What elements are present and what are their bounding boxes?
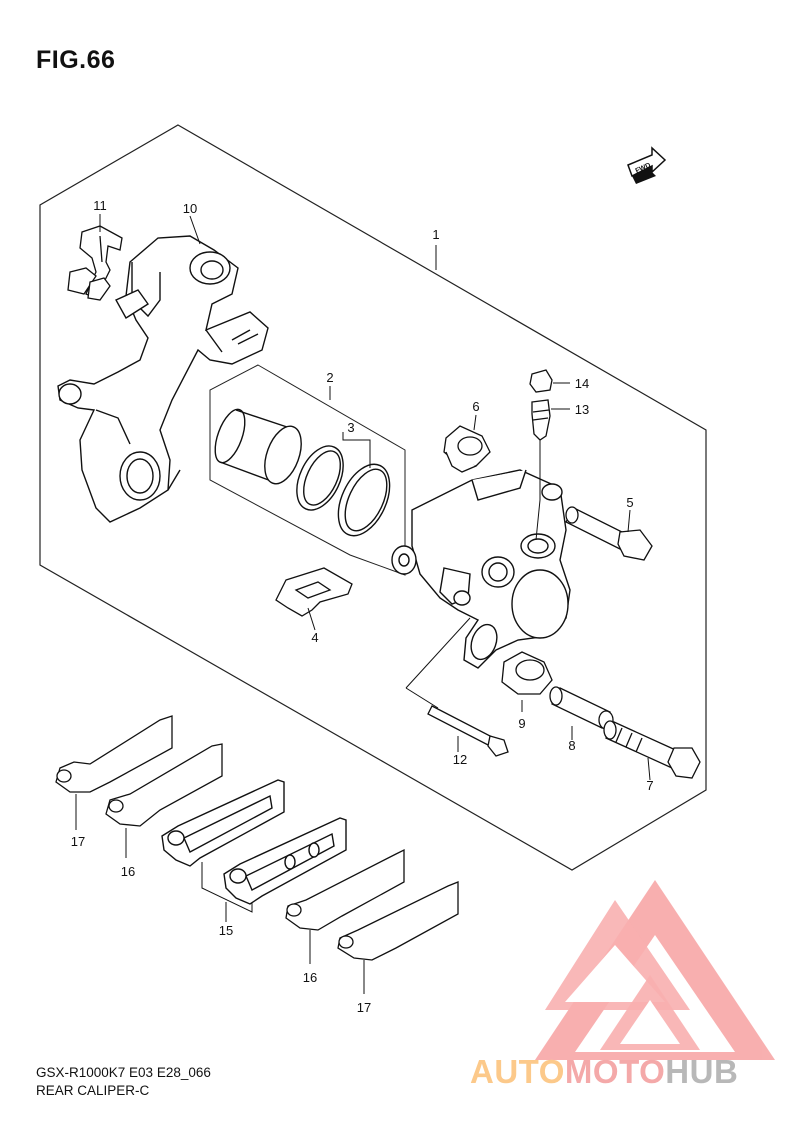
part-13-bleeder-valve [531,399,551,441]
callout-16-left: 16 [121,864,135,879]
callout-4: 4 [311,630,318,645]
part-14-bleeder-cap [529,369,553,393]
figure-title: FIG.66 [36,46,116,74]
part-15-pad-right [223,817,347,905]
callout-9: 9 [518,716,525,731]
part-11-clip [67,225,123,301]
model-code: GSX-R1000K7 E03 E28_066 [36,1065,211,1080]
part-5-bolt [565,506,653,561]
callout-6: 6 [472,399,479,414]
callout-16-right: 16 [303,970,317,985]
part-4-spring [275,567,353,617]
callout-7: 7 [646,778,653,793]
callout-1: 1 [432,227,439,242]
callout-5: 5 [626,495,633,510]
fwd-arrow-icon: FWD [627,146,667,184]
part-12-pin [427,705,509,757]
watermark-logo [535,880,775,1060]
callout-17-left: 17 [71,834,85,849]
callout-15: 15 [219,923,233,938]
part-8-sleeve [549,686,614,730]
callout-labels: 1 2 3 4 5 6 7 8 9 10 11 12 13 14 15 16 1… [71,198,654,1015]
watermark-text: AUTOMOTOHUB [470,1053,738,1091]
callout-2: 2 [326,370,333,385]
part-6-boot [443,425,491,473]
callout-17-right: 17 [357,1000,371,1015]
callout-10: 10 [183,201,197,216]
part-7-bolt [603,720,701,779]
part-16-shim-left [105,743,223,827]
figure-name: REAR CALIPER-C [36,1083,150,1098]
callout-12: 12 [453,752,467,767]
part-2-piston [214,408,302,485]
part-17-shim-left [55,715,173,793]
leader-lines [75,214,651,994]
watermark-moto: MOTO [564,1053,666,1090]
callout-11: 11 [93,198,107,213]
footer: GSX-R1000K7 E03 E28_066 REAR CALIPER-C [36,1064,211,1100]
part-10-bracket [57,235,269,523]
watermark-auto: AUTO [470,1053,565,1090]
callout-3: 3 [347,420,354,435]
part-9-boot [501,651,553,695]
watermark-hub: HUB [665,1053,739,1090]
callout-13: 13 [575,402,589,417]
assembly-outline [39,124,707,871]
part-15-pad-left [161,779,285,867]
part-1-caliper-body [391,469,571,669]
callout-14: 14 [575,376,589,391]
piston-group-outline [209,364,406,576]
part-3-seals [296,445,391,537]
callout-8: 8 [568,738,575,753]
part-16-shim-right [285,848,405,931]
part-17-shim-right [337,881,459,961]
